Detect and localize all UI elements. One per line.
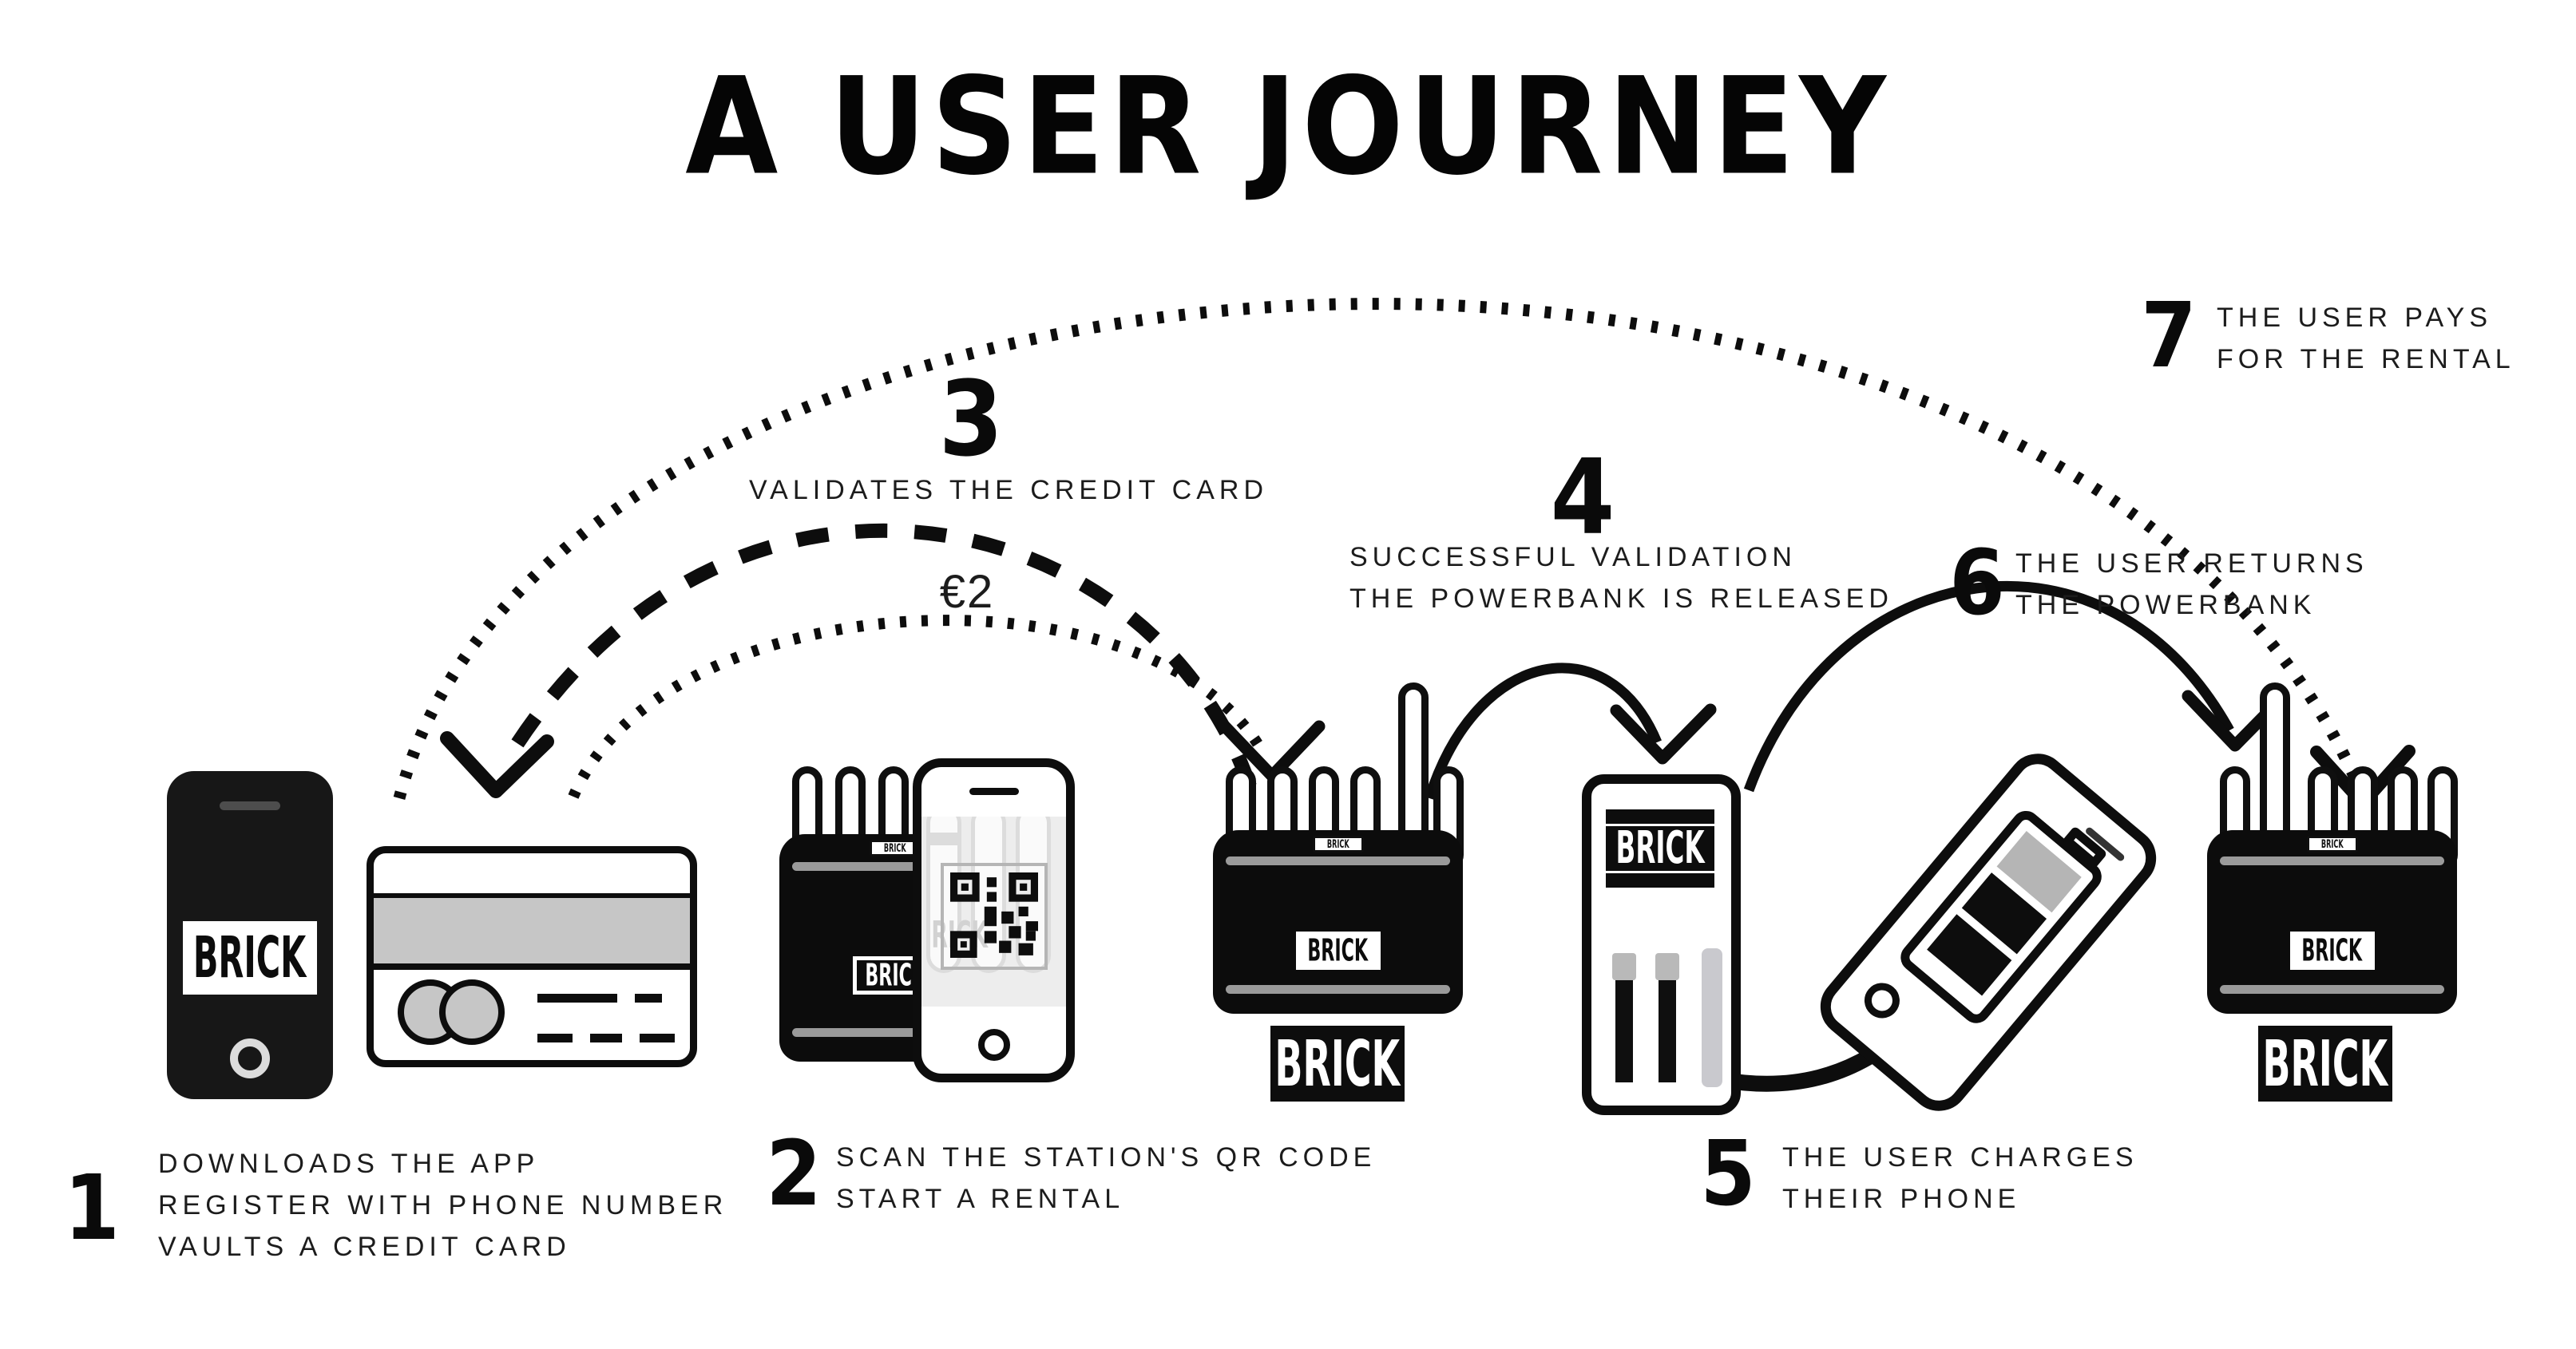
station-stripe <box>2220 985 2444 994</box>
step-number-3: 3 <box>938 358 1004 481</box>
station-stripe <box>792 862 998 871</box>
step-number-7: 7 <box>2141 283 2197 389</box>
credit-card-icon <box>367 846 697 1067</box>
step-6-label: THE USER RETURNS THE POWERBANK <box>2015 543 2368 626</box>
home-button-icon <box>1857 975 1907 1026</box>
card-number-row <box>537 1034 675 1042</box>
station-chip: BRICK <box>1312 836 1364 853</box>
cable <box>1702 948 1722 1087</box>
step-6-line-2: THE POWERBANK <box>2015 590 2316 620</box>
arrowhead-step4 <box>1610 703 1717 765</box>
preauth-amount: €2 <box>939 566 995 618</box>
arc-step3-dashed <box>440 523 1257 798</box>
powerbank-icon: BRICK <box>1582 774 1741 1115</box>
station-stripe <box>1226 985 1450 994</box>
step-2-label: SCAN THE STATION'S QR CODE START A RENTA… <box>836 1137 1376 1220</box>
cable <box>1615 980 1633 1082</box>
card-number-row <box>537 994 662 1003</box>
brick-logo: BRICK <box>2289 932 2375 970</box>
station-stripe <box>792 1028 998 1037</box>
phone-speaker-icon <box>220 801 280 810</box>
step-5-label: THE USER CHARGES THEIR PHONE <box>1782 1137 2138 1220</box>
step-3-line-1: VALIDATES THE CREDIT CARD <box>749 475 1269 505</box>
station-icon-release: BRICK BRICK <box>1213 682 1464 1098</box>
step-number-1: 1 <box>64 1155 120 1261</box>
brick-logo: BRICK <box>1295 932 1381 970</box>
qr-phone-icon: RICK <box>913 758 1075 1082</box>
station-chip: BRICK <box>870 840 921 856</box>
battery-terminal <box>2061 825 2108 869</box>
brick-logo: BRICK <box>183 921 317 995</box>
step-5-line-2: THEIR PHONE <box>1782 1184 2021 1214</box>
step-4-line-1: SUCCESSFUL VALIDATION <box>1349 542 1797 572</box>
cable-connector <box>1612 953 1636 980</box>
step-number-2: 2 <box>766 1121 822 1227</box>
step-2-line-1: SCAN THE STATION'S QR CODE <box>836 1142 1377 1173</box>
step-1-line-3: VAULTS A CREDIT CARD <box>158 1232 571 1262</box>
brick-logo: BRICK <box>1594 809 1726 888</box>
step-7-line-1: THE USER PAYS <box>2217 303 2493 333</box>
step-4-line-2: THE POWERBANK IS RELEASED <box>1349 584 1893 614</box>
step-4-label: SUCCESSFUL VALIDATION THE POWERBANK IS R… <box>1349 536 1893 619</box>
brick-logo: BRICK <box>2258 1026 2392 1102</box>
home-button-icon <box>230 1038 270 1078</box>
step-2-line-2: START A RENTAL <box>836 1184 1125 1214</box>
step-3-label: VALIDATES THE CREDIT CARD <box>749 469 1269 511</box>
card-magstripe <box>374 893 690 970</box>
station-chip: BRICK <box>2306 836 2358 853</box>
step-1-line-2: REGISTER WITH PHONE NUMBER <box>158 1190 728 1220</box>
station-stripe <box>1226 856 1450 865</box>
station-icon-return: BRICK BRICK <box>2207 682 2458 1098</box>
home-button-icon <box>977 1029 1010 1061</box>
step-5-line-1: THE USER CHARGES <box>1782 1142 2138 1173</box>
arrowhead-step3 <box>440 731 554 798</box>
ghost-station-chip <box>928 833 961 845</box>
step-7-label: THE USER PAYS FOR THE RENTAL <box>2217 297 2515 380</box>
cable-connector <box>1655 953 1679 980</box>
brick-logo: BRICK <box>1270 1026 1405 1102</box>
step-7-line-2: FOR THE RENTAL <box>2217 344 2515 374</box>
smartphone-icon: BRICK <box>167 771 333 1099</box>
step-number-4: 4 <box>1550 437 1615 559</box>
step-1-label: DOWNLOADS THE APP REGISTER WITH PHONE NU… <box>158 1143 727 1268</box>
camera-screen: RICK <box>921 817 1066 1007</box>
step-number-5: 5 <box>1700 1121 1756 1227</box>
cable <box>1659 980 1676 1082</box>
step-1-line-1: DOWNLOADS THE APP <box>158 1149 540 1179</box>
step-number-6: 6 <box>1949 530 2005 636</box>
step-6-line-1: THE USER RETURNS <box>2015 548 2368 579</box>
phone-speaker-icon <box>969 788 1019 795</box>
station-stripe <box>2220 856 2444 865</box>
arc-step4-solid <box>1424 663 1717 800</box>
qr-code <box>949 872 1038 958</box>
qr-viewfinder <box>940 863 1048 970</box>
card-circle-right <box>439 979 505 1045</box>
page-title: A USER JOURNEY <box>685 49 1891 205</box>
